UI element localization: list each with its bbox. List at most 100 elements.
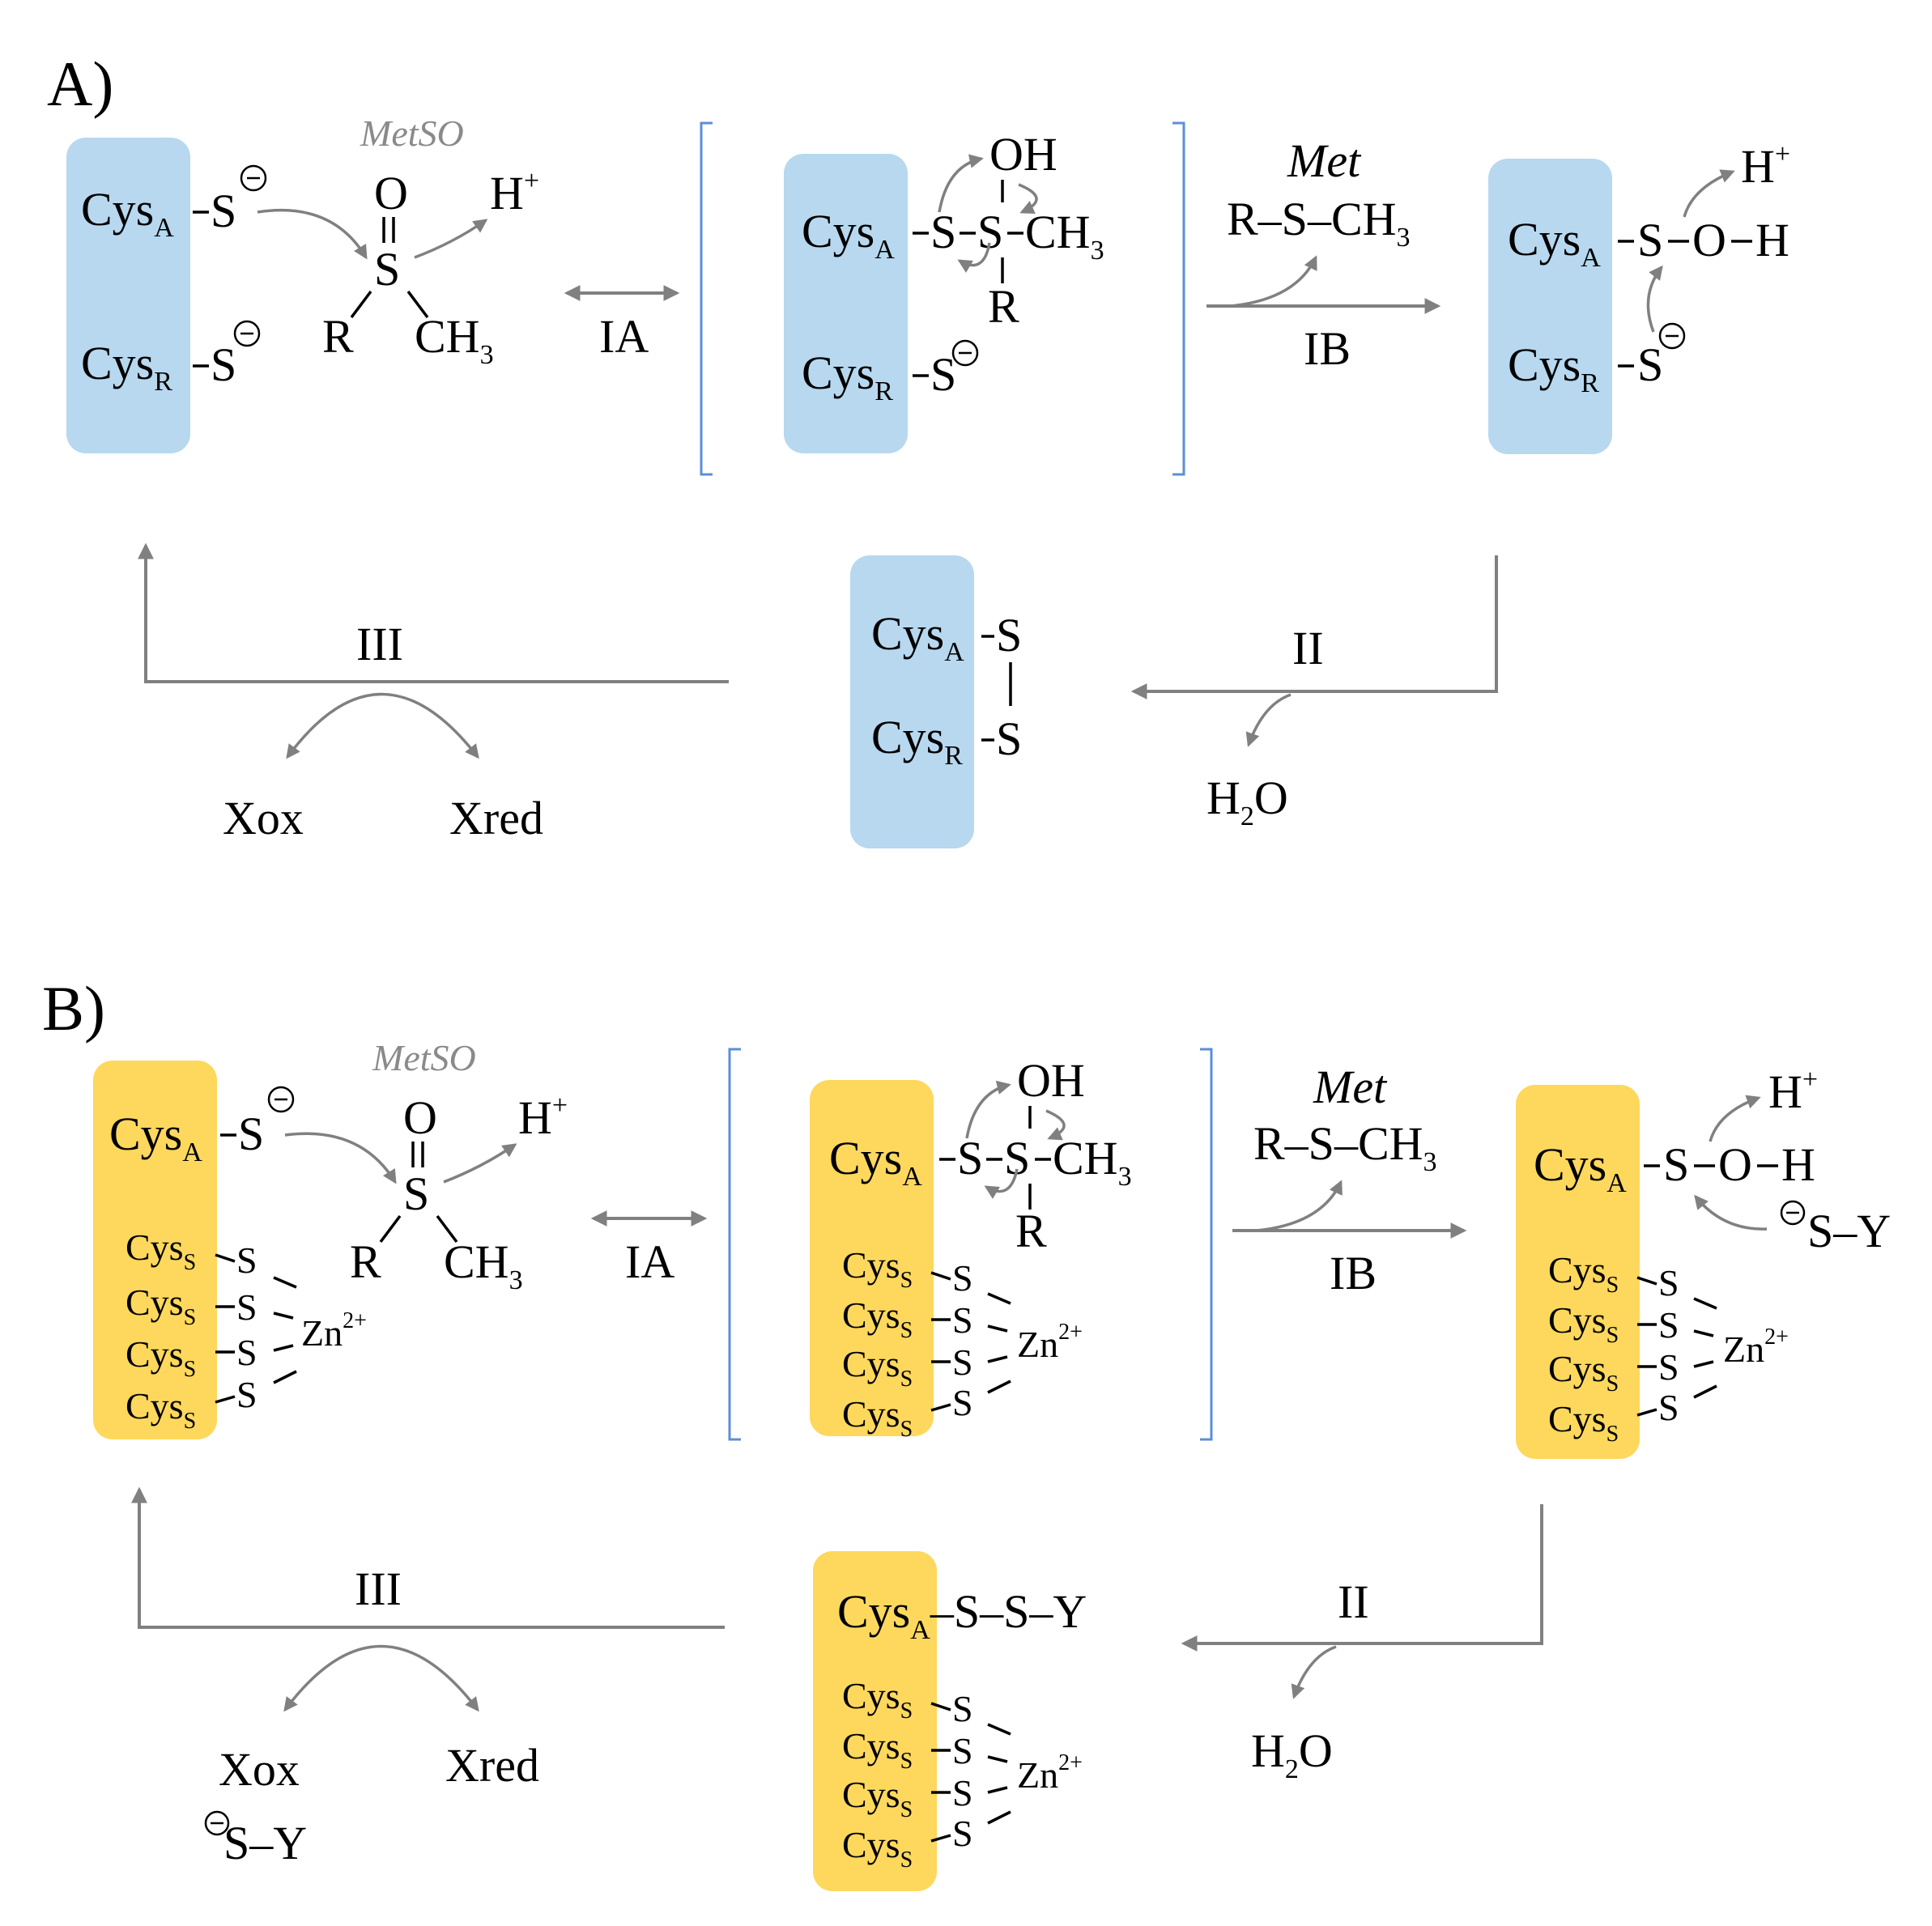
metso-label-b: MetSO [372, 1037, 476, 1078]
enzyme-box-b1 [93, 1061, 217, 1439]
svg-text:CysA: CysA [109, 1108, 202, 1167]
svg-text:S: S [952, 1730, 973, 1771]
step-iii-arrow-b [131, 1486, 725, 1629]
svg-text:CysA: CysA [81, 183, 174, 243]
svg-text:S: S [952, 1772, 973, 1813]
curved-arrow-icon [1256, 1180, 1343, 1232]
svg-text:S: S [952, 1688, 973, 1729]
svg-text:CysR: CysR [802, 347, 893, 406]
curved-arrow-icon [938, 154, 984, 213]
svg-text:CysS: CysS [126, 1282, 196, 1330]
enzyme-box-a2 [784, 154, 908, 453]
svg-text:CysS: CysS [842, 1824, 913, 1873]
proton-a1: H+ [490, 166, 539, 219]
sulfurane-intermediate-a: CysA S S OH CH3 R [802, 128, 1104, 333]
svg-text:S: S [236, 1286, 257, 1328]
disulfide-a: CysA S CysR S [871, 607, 1022, 771]
svg-text:S: S [1663, 1138, 1689, 1191]
mixed-disulfide-b: CysA–S–S–Y [837, 1585, 1087, 1645]
curved-arrow-icon [257, 208, 368, 260]
cys-r-intermediate-a: CysR S [802, 339, 979, 406]
curved-arrow-icon [1245, 693, 1292, 747]
bracket-right [1172, 121, 1185, 476]
xred-b: Xred [445, 1739, 539, 1792]
svg-text:CysS: CysS [842, 1393, 913, 1442]
svg-text:CH3: CH3 [444, 1235, 523, 1295]
svg-text:CysS: CysS [842, 1675, 913, 1724]
svg-text:H: H [1755, 214, 1789, 266]
zinc-site-b3: CysS S CysS S CysS S CysS S Zn2+ [1548, 1249, 1789, 1447]
curved-arrow-icon [414, 219, 488, 259]
svg-text:S: S [952, 1299, 973, 1341]
enzyme-box-a3 [1488, 159, 1612, 454]
svg-text:S: S [1658, 1346, 1679, 1388]
curved-arrow-icon [286, 692, 479, 759]
step-ia-label-b: IA [625, 1235, 674, 1288]
svg-text:S: S [1637, 338, 1663, 391]
panel-b-label: B) [42, 973, 105, 1044]
curved-arrow-icon [284, 1132, 397, 1184]
svg-text:S: S [1637, 214, 1663, 266]
svg-text:O: O [1692, 214, 1726, 266]
curved-arrow-icon [1646, 265, 1663, 333]
svg-text:R: R [322, 310, 354, 363]
svg-text:OH: OH [1017, 1054, 1085, 1107]
svg-text:O: O [374, 167, 408, 219]
svg-text:CysA: CysA [1534, 1138, 1627, 1198]
svg-text:S: S [236, 1332, 257, 1373]
metso-molecule: O S R CH3 [322, 167, 494, 370]
step-ii-arrow [1130, 555, 1498, 699]
metso-molecule-b: O S R CH3 [350, 1091, 523, 1295]
enzyme-box-b2 [810, 1080, 934, 1436]
step-ia-label: IA [599, 310, 649, 363]
svg-text:CysS: CysS [842, 1295, 913, 1343]
curved-arrow-icon [1045, 1109, 1066, 1141]
cys-r-residue: CysR S [81, 320, 261, 397]
svg-text:S: S [374, 243, 400, 295]
zinc-site-b2: CysS S CysS S CysS S CysS S Zn2+ [842, 1244, 1083, 1442]
svg-text:CysA–S–S–Y: CysA–S–S–Y [837, 1585, 1087, 1645]
svg-text:OH: OH [989, 128, 1057, 181]
curved-arrow-icon [1683, 169, 1735, 218]
water-b: H2O [1251, 1724, 1333, 1784]
step-ib-label: IB [1304, 322, 1351, 375]
proton-b1: H+ [518, 1091, 568, 1144]
water-a: H2O [1206, 772, 1288, 831]
svg-text:H: H [1781, 1138, 1815, 1191]
met-label-b: Met [1313, 1061, 1388, 1113]
sulfenic-acid-b: CysA S O H H+ [1534, 1065, 1818, 1198]
step-iii-arrow [138, 542, 729, 683]
svg-text:S: S [211, 185, 236, 237]
svg-text:Zn2+: Zn2+ [1723, 1324, 1789, 1370]
svg-text:Zn2+: Zn2+ [1017, 1750, 1083, 1796]
met-label: Met [1287, 134, 1362, 187]
curved-arrow-icon [443, 1143, 517, 1184]
svg-text:S: S [952, 1382, 973, 1423]
svg-text:R: R [350, 1235, 381, 1288]
svg-text:S: S [1004, 1132, 1030, 1184]
svg-text:S–Y: S–Y [223, 1817, 307, 1869]
svg-text:CysA: CysA [802, 205, 895, 265]
svg-text:CysR: CysR [1508, 338, 1599, 398]
svg-text:CysS: CysS [842, 1725, 913, 1774]
enzyme-box-a1 [66, 138, 190, 453]
svg-text:S: S [403, 1167, 429, 1220]
svg-text:S: S [957, 1132, 983, 1184]
svg-text:S: S [238, 1108, 264, 1160]
sulfurane-intermediate-b: CysA S S OH CH3 R [829, 1054, 1132, 1257]
svg-text:CysS: CysS [126, 1227, 196, 1275]
curved-arrow-icon [965, 1080, 1011, 1139]
bracket-right-b [1200, 1048, 1213, 1441]
svg-text:CH3: CH3 [1025, 206, 1104, 266]
svg-text:CysS: CysS [842, 1343, 913, 1392]
svg-text:S: S [952, 1341, 973, 1383]
svg-text:CysS: CysS [126, 1385, 196, 1434]
svg-text:R: R [988, 280, 1019, 333]
svg-text:CysS: CysS [1548, 1249, 1619, 1298]
curved-arrow-icon [1709, 1095, 1761, 1142]
curved-arrow-icon [1018, 183, 1038, 215]
svg-text:CysR: CysR [871, 711, 963, 771]
curved-arrow-icon [984, 1168, 1019, 1200]
bracket-left [700, 121, 713, 476]
